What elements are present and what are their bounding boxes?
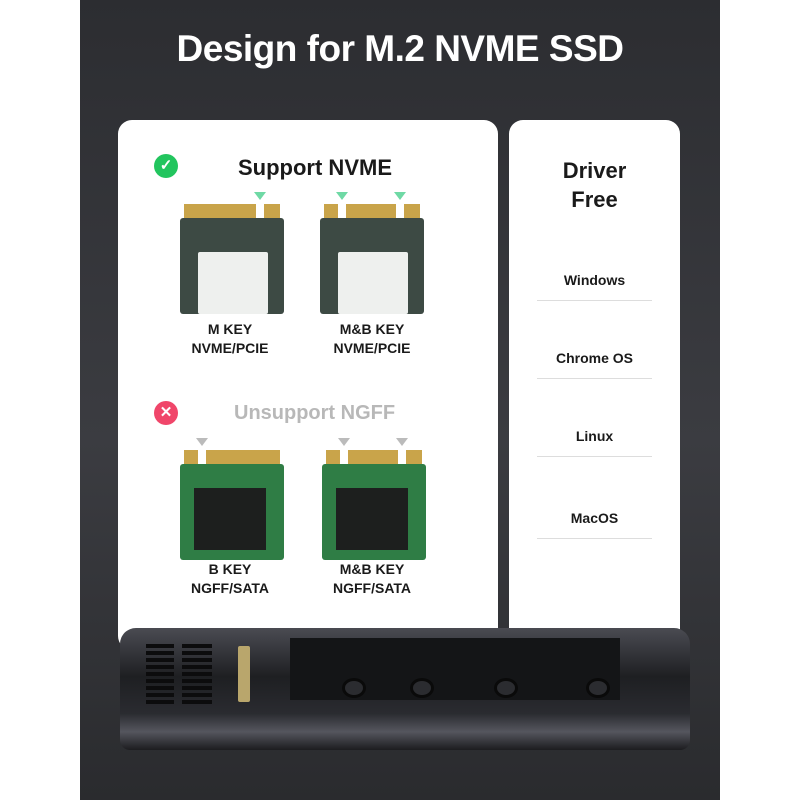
ssd-b-key-image bbox=[180, 438, 284, 560]
check-icon: ✓ bbox=[154, 154, 178, 178]
page-title: Design for M.2 NVME SSD bbox=[176, 28, 624, 69]
os-linux: Linux bbox=[537, 428, 652, 457]
ssd-mb-key-ngff-image bbox=[322, 438, 426, 560]
ssd-mb-key-image bbox=[320, 192, 424, 314]
ssd-m-key-image bbox=[180, 192, 284, 314]
os-windows: Windows bbox=[537, 272, 652, 301]
support-heading: Support NVME bbox=[238, 155, 392, 180]
os-chrome-os: Chrome OS bbox=[537, 350, 652, 379]
ssd-enclosure-image bbox=[120, 628, 690, 750]
unsupport-heading: Unsupport NGFF bbox=[234, 402, 396, 424]
os-macos: MacOS bbox=[537, 510, 652, 539]
x-icon: ✕ bbox=[154, 401, 178, 425]
